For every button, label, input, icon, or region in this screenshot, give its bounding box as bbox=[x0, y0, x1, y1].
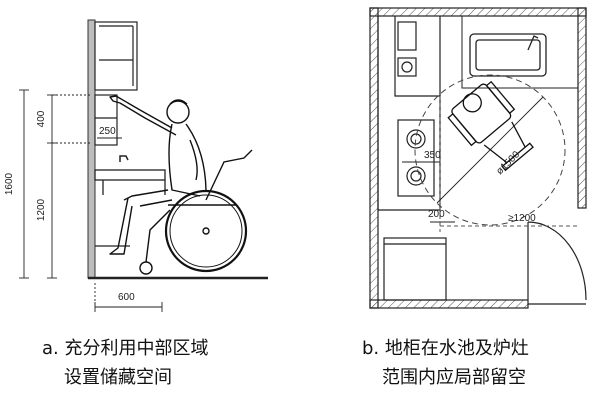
caption-b-line2: 范围内应局部留空 bbox=[382, 367, 526, 388]
wheelchair-caster bbox=[139, 261, 153, 275]
wheelchair-plan bbox=[447, 80, 534, 172]
dim-label-1600: 1600 bbox=[4, 172, 15, 195]
dim-label-1200: 1200 bbox=[36, 198, 47, 221]
dim-label-600: 600 bbox=[118, 292, 135, 303]
panel-b-plan: ø1500 350 200 ≥1200 bbox=[369, 7, 587, 309]
dim-split-height bbox=[47, 94, 92, 279]
dim-depth bbox=[94, 283, 163, 312]
panel-a-elevation: 1600 400 1200 250 600 bbox=[4, 19, 268, 312]
caption-b-line1: b. 地柜在水池及炉灶 bbox=[362, 338, 529, 359]
turning-circle bbox=[414, 74, 566, 226]
dim-label-clearance: ≥1200 bbox=[508, 213, 536, 224]
middle-storage-shelf bbox=[94, 94, 118, 146]
dim-label-350: 350 bbox=[424, 150, 441, 161]
wheelchair-user-figure bbox=[109, 95, 207, 255]
dim-label-200: 200 bbox=[428, 209, 445, 220]
dim-label-250: 250 bbox=[99, 126, 116, 137]
caption-a-line1: a. 充分利用中部区域 bbox=[42, 338, 209, 359]
dim-total-height bbox=[19, 89, 29, 279]
room-walls bbox=[369, 7, 587, 309]
stove-controls bbox=[397, 21, 417, 77]
clearance-guides bbox=[439, 96, 578, 232]
wall-cabinet bbox=[94, 21, 138, 91]
stove-burners bbox=[397, 119, 435, 197]
wheelchair-rear-wheel bbox=[164, 189, 248, 273]
wall bbox=[87, 19, 96, 279]
wheelchair bbox=[139, 149, 253, 275]
sink-counter-recess bbox=[461, 15, 579, 89]
faucet bbox=[119, 155, 129, 162]
caption-a-line2: 设置储藏空间 bbox=[64, 367, 172, 388]
door-swing bbox=[527, 221, 587, 305]
counter bbox=[94, 169, 166, 247]
lower-cabinet bbox=[383, 237, 447, 301]
dim-label-400: 400 bbox=[36, 110, 47, 127]
sink bbox=[469, 33, 547, 77]
